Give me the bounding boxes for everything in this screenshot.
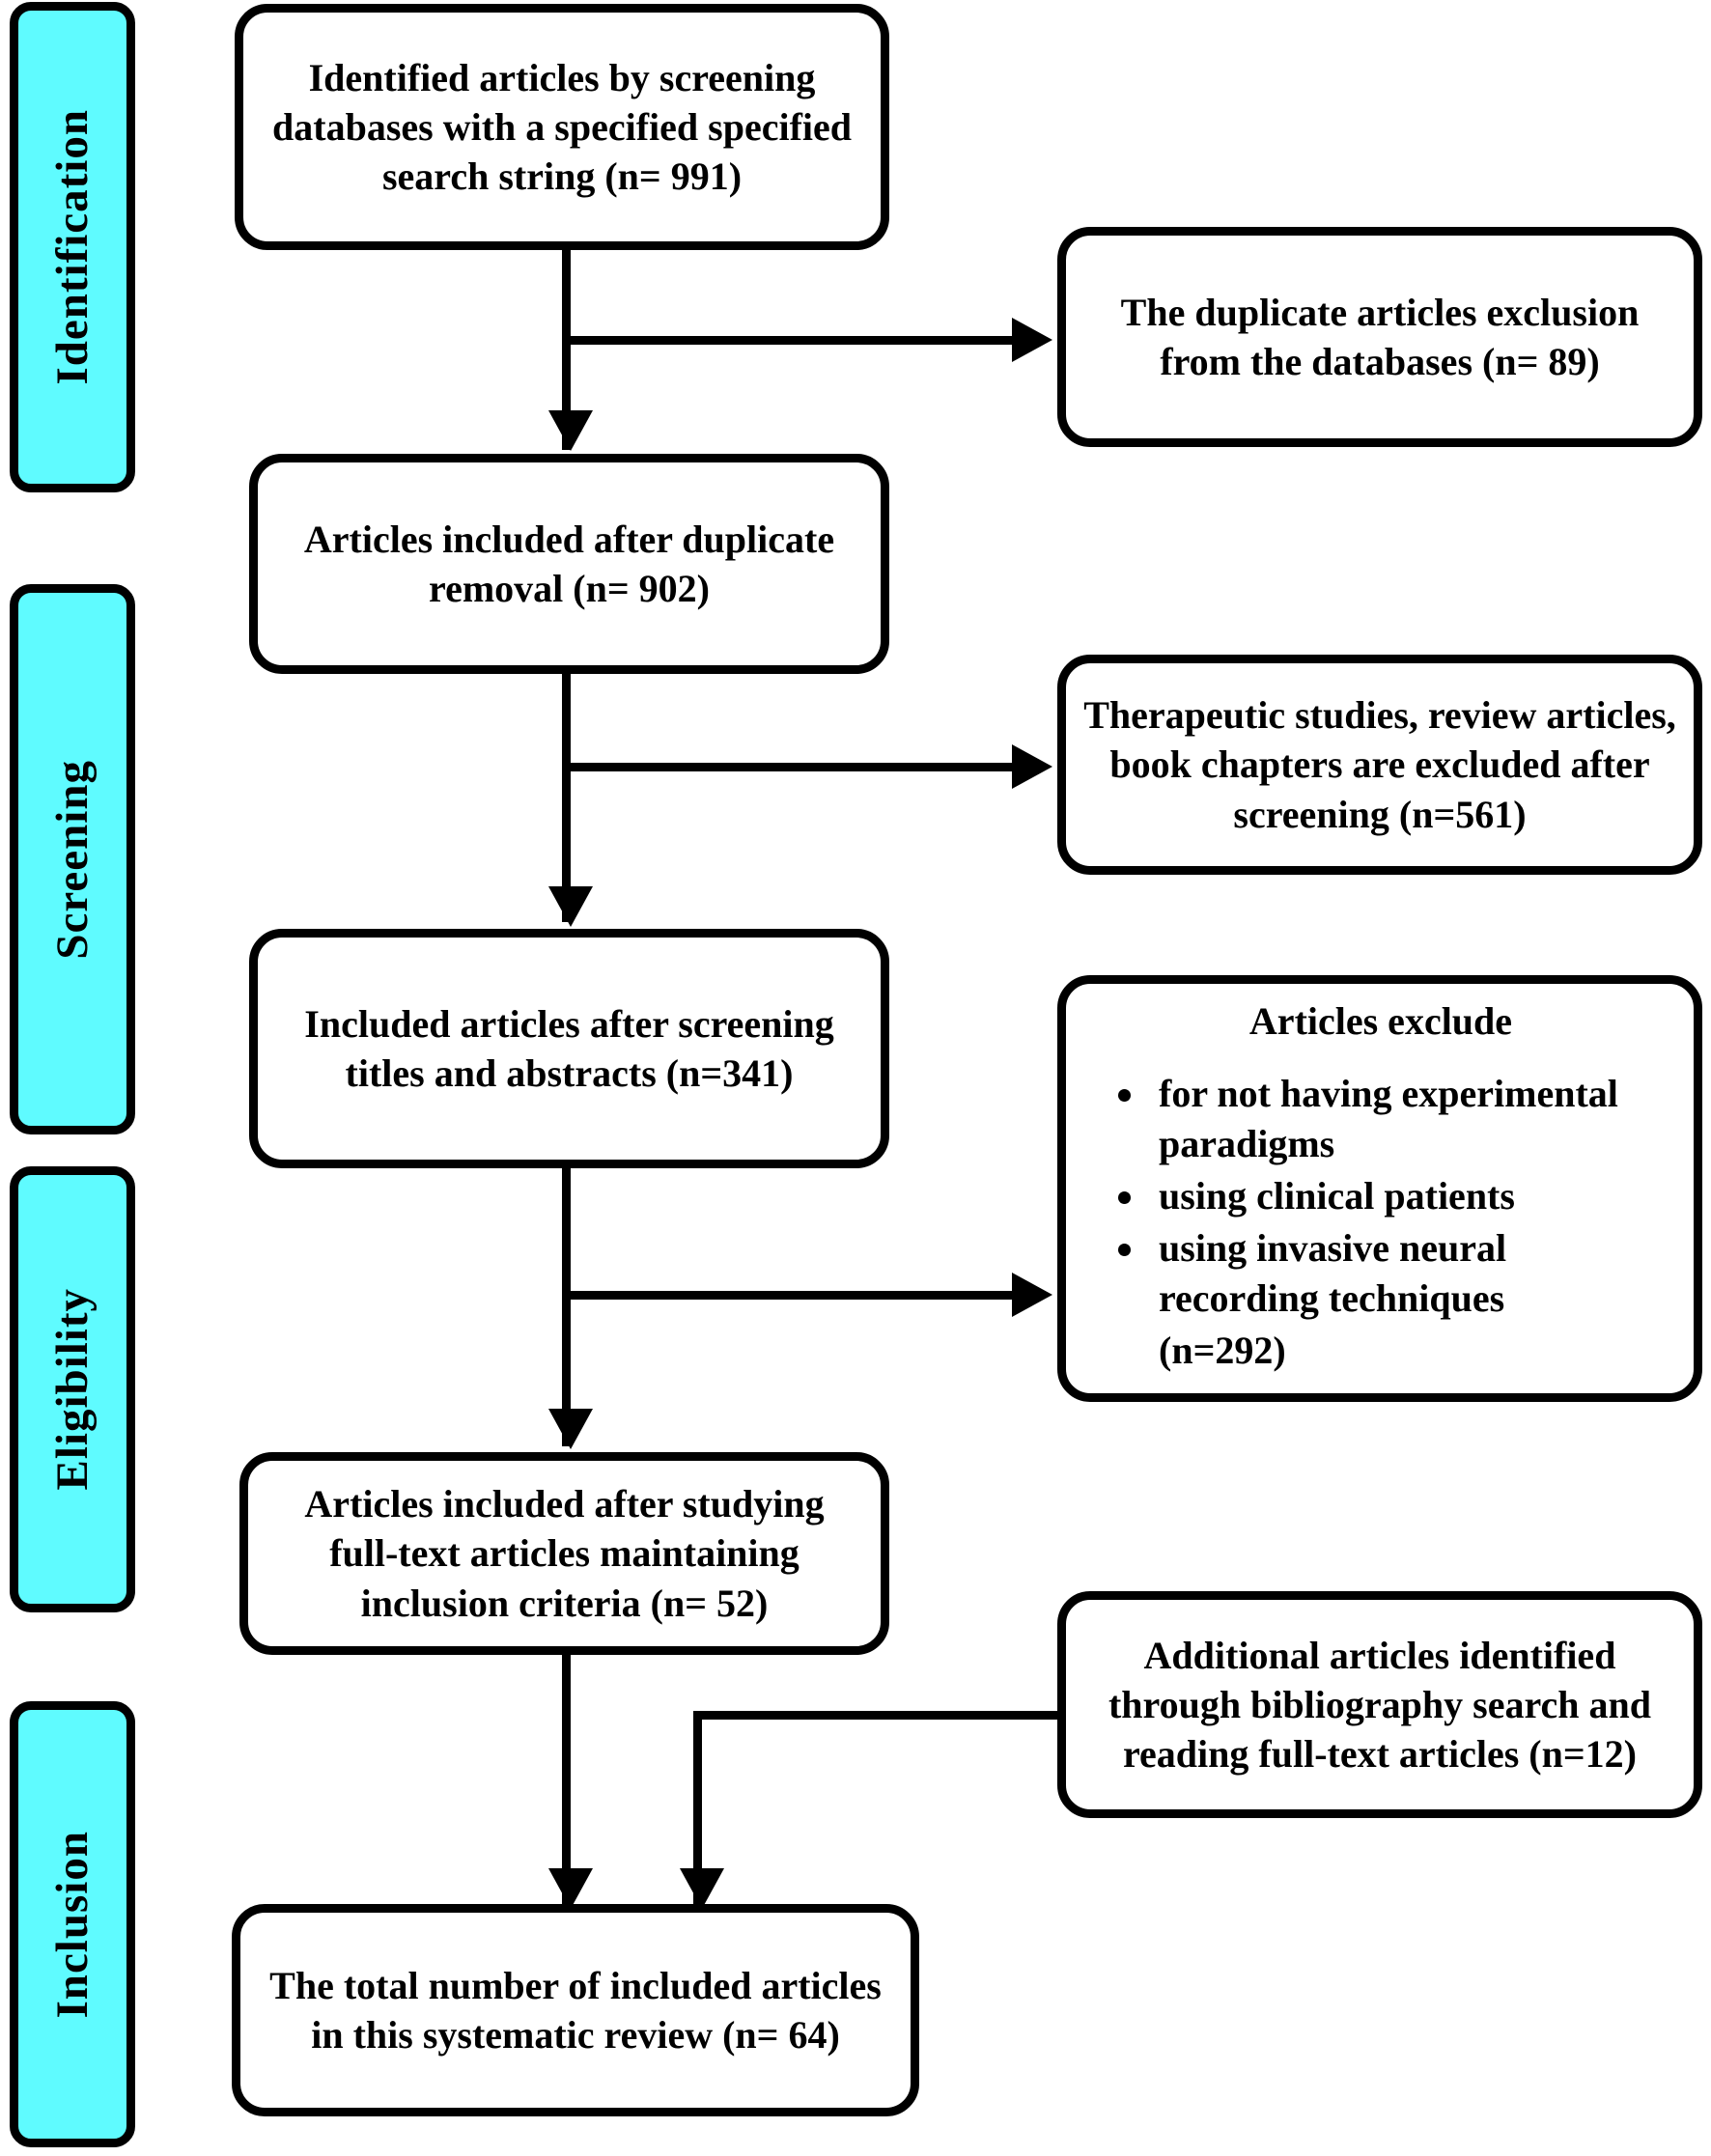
flow-box-duplicates-excluded: The duplicate articles exclusion from th… (1057, 227, 1702, 447)
arrowhead-right-to-screening-excluded (1012, 744, 1052, 789)
stage-bar-identification: Identification (10, 2, 135, 492)
articles-exclude-title: Articles exclude (1248, 999, 1513, 1043)
connector-identified-to-duplicate-removal (562, 249, 571, 450)
connector-additional-articles-horizontal (693, 1711, 1060, 1720)
arrowhead-right-to-articles-exclude (1012, 1273, 1052, 1317)
flow-box-after-full-text-text: Articles included after studying full-te… (304, 1482, 825, 1625)
connector-branch-to-articles-exclude (562, 1291, 1012, 1300)
flow-box-duplicates-excluded-text: The duplicate articles exclusion from th… (1120, 290, 1640, 383)
articles-exclude-item: using invasive neural recording techniqu… (1118, 1223, 1674, 1324)
flow-box-screening-excluded-text: Therapeutic studies, review articles, bo… (1083, 693, 1676, 836)
flow-box-total-included: The total number of included articles in… (232, 1904, 919, 2116)
articles-exclude-count: (n=292) (1159, 1329, 1286, 1372)
arrowhead-down-to-total-additional (680, 1868, 724, 1909)
stage-label-identification: Identification (46, 109, 98, 385)
flow-box-identified: Identified articles by screening databas… (235, 4, 889, 250)
flow-box-additional-articles: Additional articles identified through b… (1057, 1591, 1702, 1818)
articles-exclude-item: using clinical patients (1118, 1171, 1674, 1221)
flow-box-after-title-abstract-screening: Included articles after screening titles… (249, 929, 889, 1168)
flow-box-total-included-text: The total number of included articles in… (269, 1963, 882, 2057)
flow-box-identified-text: Identified articles by screening databas… (272, 55, 852, 199)
articles-exclude-item: for not having experimental paradigms (1118, 1069, 1674, 1169)
arrowhead-down-to-full-text (548, 1409, 593, 1449)
flow-box-additional-articles-text: Additional articles identified through b… (1108, 1633, 1651, 1777)
arrowhead-down-to-total-main (548, 1868, 593, 1909)
stage-label-screening: Screening (46, 759, 98, 960)
arrowhead-down-to-duplicate-removal (548, 410, 593, 451)
flow-box-articles-exclude: Articles exclude for not having experime… (1057, 975, 1702, 1402)
connector-screening-to-full-text (562, 1166, 571, 1446)
articles-exclude-item-text: using invasive neural recording techniqu… (1159, 1226, 1507, 1320)
flow-box-after-full-text: Articles included after studying full-te… (239, 1452, 889, 1655)
connector-duplicate-removal-to-screening (562, 673, 571, 922)
connector-full-text-to-total (562, 1653, 571, 1906)
arrowhead-down-to-screening (548, 886, 593, 927)
articles-exclude-item-text: for not having experimental paradigms (1159, 1072, 1618, 1165)
flow-box-screening-excluded: Therapeutic studies, review articles, bo… (1057, 655, 1702, 875)
stage-label-inclusion: Inclusion (46, 1830, 98, 2019)
flow-box-after-duplicate-removal: Articles included after duplicate remova… (249, 454, 889, 674)
connector-additional-articles-vertical (693, 1711, 702, 1906)
bullet-dot-icon (1118, 1191, 1131, 1204)
stage-bar-screening: Screening (10, 584, 135, 1134)
arrowhead-right-to-duplicates-excluded (1012, 318, 1052, 362)
bullet-dot-icon (1118, 1244, 1131, 1256)
flow-box-after-duplicate-removal-text: Articles included after duplicate remova… (303, 517, 835, 610)
articles-exclude-list: for not having experimental paradigms us… (1087, 1069, 1674, 1324)
connector-branch-to-screening-excluded (562, 763, 1012, 771)
stage-bar-inclusion: Inclusion (10, 1701, 135, 2147)
flow-box-after-title-abstract-screening-text: Included articles after screening titles… (304, 1001, 834, 1095)
bullet-dot-icon (1118, 1089, 1131, 1102)
articles-exclude-item-text: using clinical patients (1159, 1174, 1515, 1218)
stage-bar-eligibility: Eligibility (10, 1166, 135, 1612)
connector-branch-to-duplicates-excluded (562, 336, 1012, 345)
stage-label-eligibility: Eligibility (46, 1288, 98, 1491)
